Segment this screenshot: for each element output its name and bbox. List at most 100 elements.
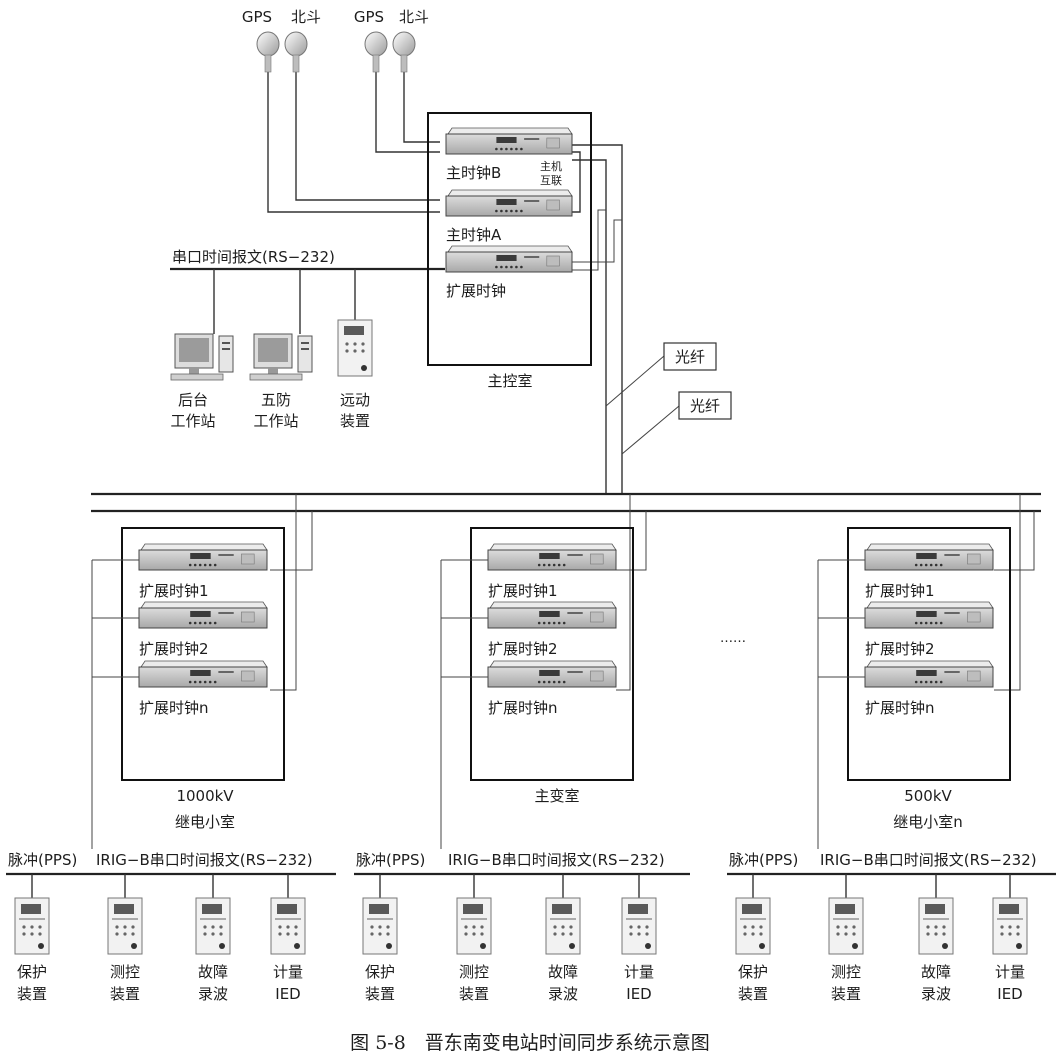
device-group-2: 脉冲(PPS)IRIG−B串口时间报文(RS−232)保护装置测控装置故障录波计… [354,851,690,1003]
group-1-device-label-1-a: 保护 [17,963,47,981]
room-3-clock-3 [864,660,994,688]
room-3-caption-1: 500kV [904,787,952,805]
group-3-device-label-1-b: 装置 [738,985,768,1003]
room-drop-a-2 [994,494,1021,691]
control-clock-label-1: 主时钟B [446,164,501,182]
group-3-device-label-2-b: 装置 [831,985,861,1003]
antenna-label-3: GPS [354,8,384,26]
group-3-device-label-2-a: 测控 [831,963,861,981]
antenna-2 [284,31,308,73]
fiber-labels: 光纤 光纤 [663,342,732,420]
group-2-device-3 [545,897,581,955]
relay-rooms: 扩展时钟1扩展时钟2扩展时钟n1000kV继电小室扩展时钟1扩展时钟2扩展时钟n… [91,527,1011,849]
room-drop-b-0 [270,511,313,571]
relay-room-box-2 [470,527,634,781]
group-2-irig-label: IRIG−B串口时间报文(RS−232) [448,851,665,869]
antenna-cable-1 [267,72,440,213]
room-2-caption-1: 主变室 [534,787,579,805]
room-1-clock-1 [138,543,268,571]
room-1-caption-1: 1000kV [176,787,234,805]
group-3-irig-label: IRIG−B串口时间报文(RS−232) [820,851,1037,869]
relay-room-box-3 [847,527,1011,781]
group-1-device-label-2-b: 装置 [110,985,140,1003]
group-1-device-3 [195,897,231,955]
group-1-device-label-3-a: 故障 [198,963,228,981]
room-drop-a-1 [616,494,631,691]
group-2-device-label-3-b: 录波 [548,985,578,1003]
group-3-device-3 [918,897,954,955]
workstation-label-2-a: 五防 [261,391,291,409]
group-1-device-label-1-b: 装置 [17,985,47,1003]
relay-room-box-1 [121,527,285,781]
room-2-clock-label-1: 扩展时钟1 [488,582,558,600]
group-2-pps-label: 脉冲(PPS) [356,851,425,869]
group-3-device-label-4-b: IED [997,985,1022,1003]
group-1-pps-label: 脉冲(PPS) [8,851,77,869]
room-2-clock-1 [487,543,617,571]
room-3-clock-2 [864,601,994,629]
figure-caption: 图 5-8 晋东南变电站时间同步系统示意图 [350,1032,710,1054]
fiber-trunk-2 [572,144,623,494]
room-2-clock-3 [487,660,617,688]
room-1-clock-3 [138,660,268,688]
group-1-device-4 [270,897,306,955]
group-2-device-label-4-b: IED [626,985,651,1003]
room-drop-b-2 [994,511,1035,571]
interconnect-label-1: 主机 [540,159,562,173]
group-2-device-1 [362,897,398,955]
group-3-device-label-3-b: 录波 [921,985,951,1003]
fiber-label-2: 光纤 [690,397,720,415]
group-1-device-label-4-a: 计量 [273,963,303,981]
group-2-device-4 [621,897,657,955]
workstation-label-2-b: 工作站 [253,412,298,430]
group-3-device-label-3-a: 故障 [921,963,951,981]
antenna-cable-2 [295,72,440,201]
fiber-label-box-2 [678,391,732,420]
group-2-device-2 [456,897,492,955]
fiber-leader-2 [621,405,680,455]
control-clock-label-3: 扩展时钟 [446,282,506,300]
control-clock-2 [445,189,573,217]
fiber-trunk-1 [572,159,607,494]
room-3-clock-1 [864,543,994,571]
antenna-label-4: 北斗 [399,8,429,26]
workstation-anti-misoperation [249,333,313,381]
room-drop-b-1 [616,511,647,571]
room-3-clock-label-2: 扩展时钟2 [865,640,935,658]
room-1-clock-2 [138,601,268,629]
antenna-label-2: 北斗 [291,8,321,26]
group-1-device-label-2-a: 测控 [110,963,140,981]
group-3-device-4 [992,897,1028,955]
antenna-cable-4 [403,72,440,143]
workstation-label-3-a: 远动 [340,391,370,409]
group-2-device-label-4-a: 计量 [624,963,654,981]
group-3-device-1 [735,897,771,955]
room-1-clock-label-1: 扩展时钟1 [139,582,209,600]
interconnect-wire [572,151,581,213]
fiber-label-box-1 [663,342,717,371]
group-3-pps-label: 脉冲(PPS) [729,851,798,869]
room-1-clock-label-3: 扩展时钟n [139,699,209,717]
group-2-device-label-1-b: 装置 [365,985,395,1003]
serial-bus-label: 串口时间报文(RS−232) [172,248,335,266]
fiber-label-1: 光纤 [675,348,705,366]
room-1-clock-label-2: 扩展时钟2 [139,640,209,658]
workstation-label-1-b: 工作站 [170,412,215,430]
group-1-device-label-3-b: 录波 [198,985,228,1003]
ext-clock-feed-1 [572,209,606,271]
telecontrol-device [337,319,373,377]
antenna-4 [392,31,416,73]
ellipsis: …… [720,631,746,646]
workstation-label-3-b: 装置 [340,412,370,430]
wiring [91,72,1041,691]
interconnect-label-2: 互联 [540,174,562,187]
control-room-box [427,112,592,366]
room-3-clock-label-1: 扩展时钟1 [865,582,935,600]
room-2-clock-2 [487,601,617,629]
control-clock-3 [445,245,573,273]
